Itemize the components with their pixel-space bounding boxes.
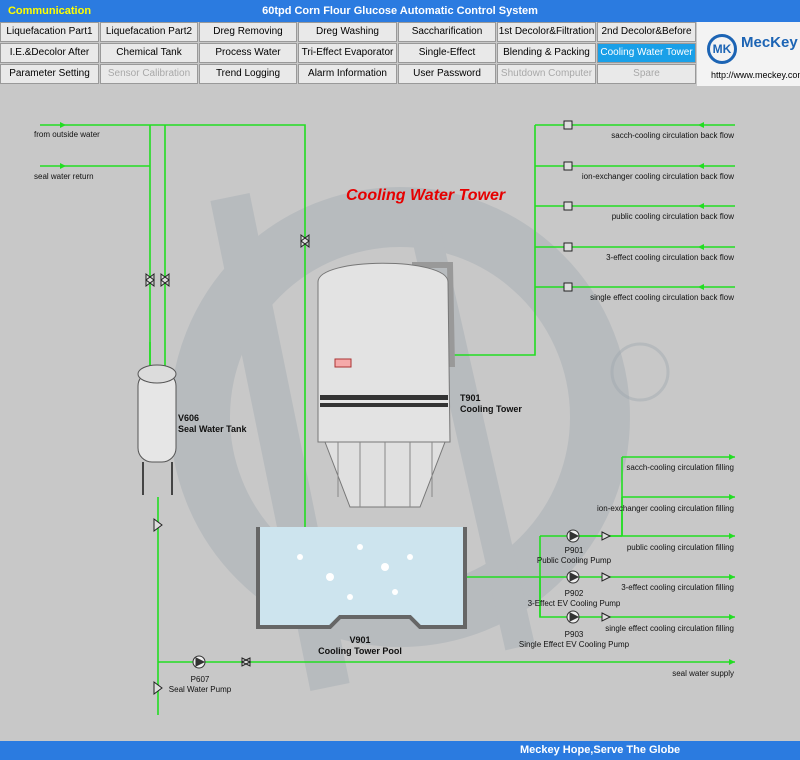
nav-button-1st-decolor-filtration[interactable]: 1st Decolor&Filtration — [497, 22, 596, 42]
pump-p902-tag: P902 — [564, 589, 584, 598]
company-url: http://www.meckey.com — [711, 70, 800, 80]
seal-water-tank[interactable] — [137, 364, 177, 495]
nav-button-single-effect-evaporator[interactable]: Single-Effect Evaporator — [398, 43, 496, 76]
pump-p901-tag: P901 — [564, 546, 584, 555]
diagram-title: Cooling Water Tower — [346, 187, 506, 204]
label-backflow-3: public cooling circulation back flow — [611, 212, 734, 221]
label-seal-return: seal water return — [34, 172, 94, 181]
label-filling-2: ion-exchanger cooling circulation fillin… — [597, 504, 734, 513]
tower-name: Cooling Tower — [460, 404, 522, 414]
flow-arrows — [60, 122, 735, 665]
tower-tag: T901 — [460, 393, 481, 403]
label-backflow-5: single effect cooling circulation back f… — [590, 293, 734, 302]
nav-button-sensor-calibration[interactable]: Sensor Calibration — [100, 64, 198, 84]
footer-slogan: Meckey Hope,Serve The Globe — [520, 744, 681, 756]
title-bar: Communication OK 60tpd Corn Flour Glucos… — [0, 0, 800, 39]
label-backflow-2: ion-exchanger cooling circulation back f… — [581, 172, 734, 181]
nav-button-alarm-information[interactable]: Alarm Information — [298, 64, 397, 84]
label-backflow-1: sacch-cooling circulation back flow — [611, 131, 734, 140]
cooling-tower[interactable] — [317, 262, 455, 508]
pool-tag: V901 — [349, 635, 371, 645]
nav-button-cooling-water-tower[interactable]: Cooling Water Tower — [597, 43, 696, 63]
nav-button-2nd-decolor-before-i-e[interactable]: 2nd Decolor&Before I.E. — [597, 22, 696, 55]
process-diagram — [40, 120, 735, 715]
nav-button-tri-effect-evaporator[interactable]: Tri-Effect Evaporator — [298, 43, 397, 63]
meckey-logo-icon: MK — [707, 34, 737, 64]
tank-name: Seal Water Tank — [178, 424, 247, 434]
label-filling-1: sacch-cooling circulation filling — [626, 463, 734, 472]
pump-p901-name: Public Cooling Pump — [536, 556, 612, 565]
nav-button-liquefacation-part1[interactable]: Liquefacation Part1 — [0, 22, 99, 42]
nav-button-chemical-tank[interactable]: Chemical Tank — [100, 43, 198, 63]
pump-p903-name: Single Effect EV Cooling Pump — [518, 640, 630, 649]
nav-button-saccharification[interactable]: Saccharification — [398, 22, 496, 42]
footer-bar: Meckey Hope,Serve The Globe — [0, 741, 800, 760]
nav-button-i-e-decolor-after-i-e[interactable]: I.E.&Decolor After I.E. — [0, 43, 99, 76]
nav-button-blending-packing[interactable]: Blending & Packing — [497, 43, 596, 63]
nav-button-shutdown-computer[interactable]: Shutdown Computer — [497, 64, 596, 84]
pump-p903-tag: P903 — [564, 630, 584, 639]
nav-button-parameter-setting[interactable]: Parameter Setting — [0, 64, 99, 84]
app-title: 60tpd Corn Flour Glucose Automatic Contr… — [262, 5, 538, 17]
company-logo: MK MecKey http://www.meckey.com — [697, 22, 800, 86]
label-backflow-4: 3-effect cooling circulation back flow — [606, 253, 734, 262]
pump-icons[interactable] — [192, 529, 580, 669]
label-outside-water: from outside water — [34, 130, 100, 139]
cooling-tower-pool[interactable] — [256, 527, 467, 629]
pump-p902-name: 3-Effect EV Cooling Pump — [527, 599, 621, 608]
pool-name: Cooling Tower Pool — [318, 646, 402, 656]
nav-button-trend-logging[interactable]: Trend Logging — [199, 64, 297, 84]
nav-button-dreg-washing[interactable]: Dreg Washing — [298, 22, 397, 42]
pump-p607-tag: P607 — [190, 675, 210, 684]
communication-status: Communication OK — [7, 5, 92, 39]
watermark-r-icon — [610, 342, 670, 402]
tank-tag: V606 — [178, 413, 200, 423]
brand-name: MecKey — [741, 34, 798, 51]
label-filling-4: 3-effect cooling circulation filling — [621, 583, 734, 592]
nav-button-spare[interactable]: Spare — [597, 64, 696, 84]
pump-p607-name: Seal Water Pump — [168, 685, 232, 694]
label-filling-3: public cooling circulation filling — [626, 543, 734, 552]
nav-button-dreg-removing[interactable]: Dreg Removing — [199, 22, 297, 42]
nav-button-process-water[interactable]: Process Water — [199, 43, 297, 63]
label-seal-supply: seal water supply — [672, 669, 734, 678]
nav-button-liquefacation-part2[interactable]: Liquefacation Part2 — [100, 22, 198, 42]
valves — [145, 120, 612, 695]
nav-button-user-password[interactable]: User Password — [398, 64, 496, 84]
label-filling-5: single effect cooling circulation fillin… — [605, 624, 734, 633]
